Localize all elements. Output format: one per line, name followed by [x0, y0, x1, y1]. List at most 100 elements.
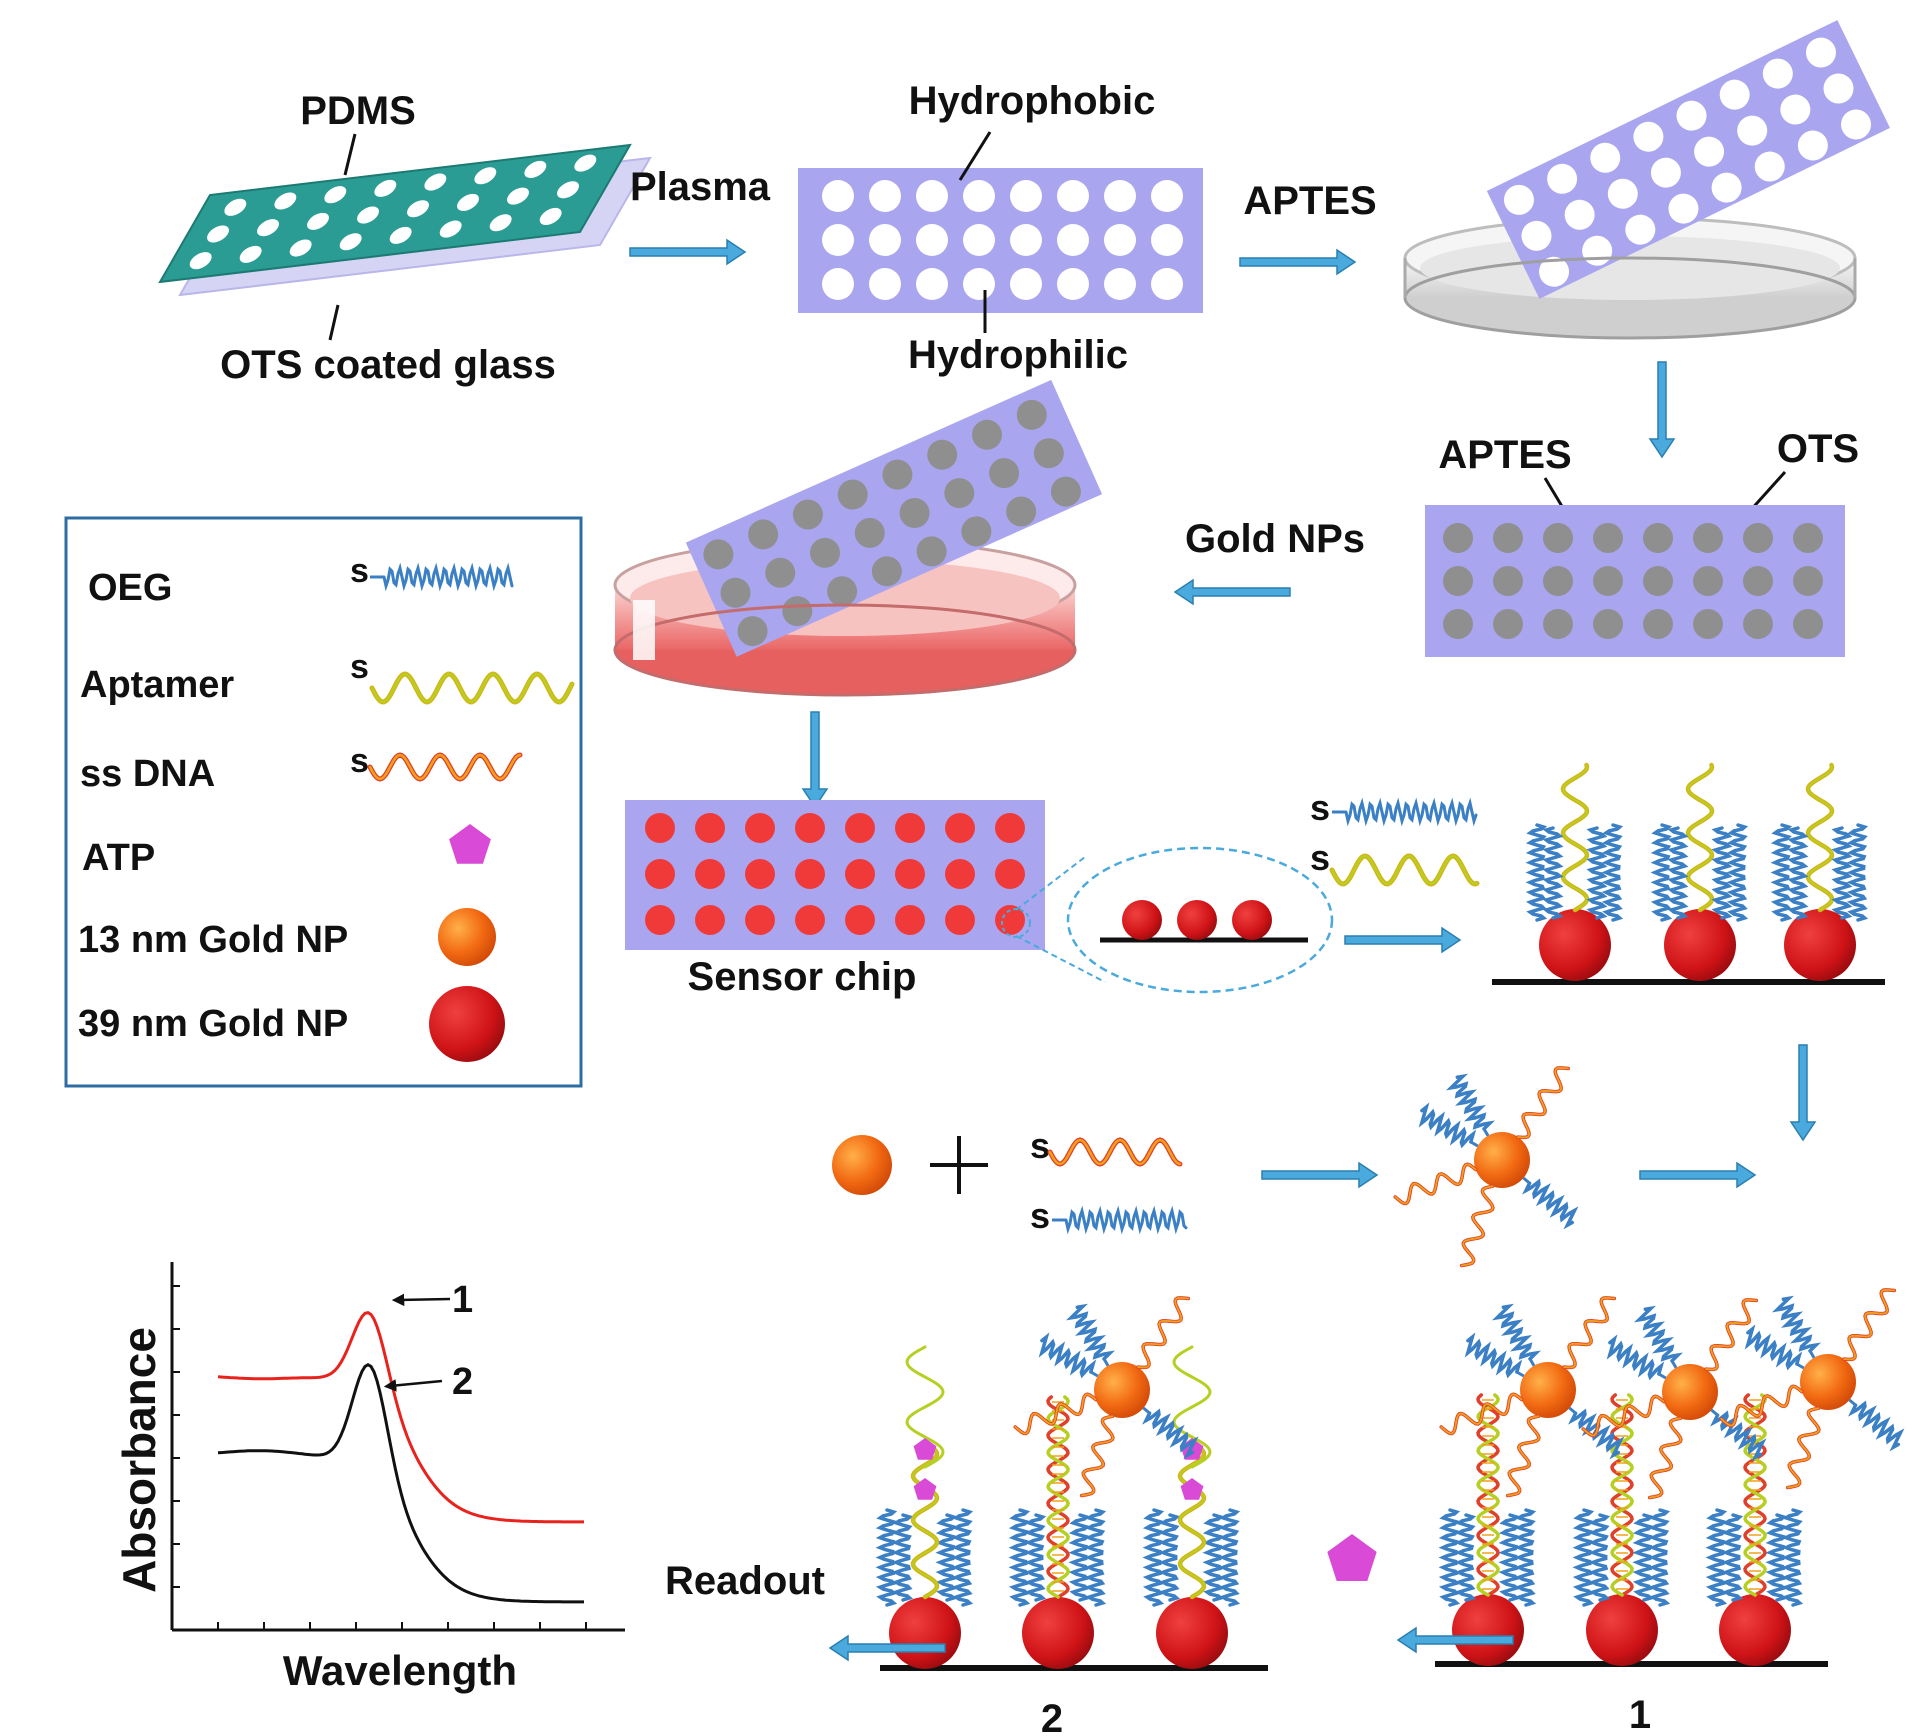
pdms-hole: [557, 181, 579, 199]
large-gold-np: [1452, 1594, 1524, 1666]
aptes-spot: [989, 458, 1020, 489]
hydrophilic-spot: [1780, 94, 1811, 125]
aptes-spot: [1793, 523, 1823, 553]
legend-label-ssdna: ss DNA: [80, 753, 215, 795]
aptes-spot: [827, 576, 858, 607]
aptes-modified-chip: [1425, 505, 1845, 657]
oeg-strand: [1438, 1508, 1461, 1607]
gold-spot: [995, 813, 1025, 843]
oeg-strand: [1705, 1508, 1728, 1607]
ssdna-arm: [1581, 1394, 1666, 1438]
series-2-label: 2: [452, 1361, 473, 1403]
gold-nps-label: Gold NPs: [1185, 517, 1365, 561]
oeg-strand: [1542, 826, 1564, 920]
aptamer-atp-complex: [905, 1345, 945, 1600]
aptes-spot: [703, 539, 734, 570]
arrow-shape: [1639, 1161, 1757, 1189]
legend-label-atp: ATP: [82, 837, 155, 879]
hydrophilic-spot: [869, 224, 901, 256]
s-label: s: [1030, 1125, 1050, 1166]
legend-label-aptamer: Aptamer: [80, 664, 234, 706]
hydrophilic-spot: [1676, 100, 1707, 131]
oeg-arm: [1464, 1332, 1525, 1379]
large-gold-np: [1022, 1597, 1094, 1669]
surface-state-1: [1435, 1288, 1905, 1667]
atp-bound: [913, 1438, 937, 1460]
arrow-functionalize: [1344, 926, 1462, 954]
ssdna-strand-highlight: [1080, 1415, 1114, 1497]
absorbance-chart: 1 2 Wavelength Absorbance: [113, 1262, 625, 1694]
state-1-label: 1: [1629, 1693, 1651, 1736]
s-label: s: [1310, 837, 1330, 878]
oeg-strand: [1586, 826, 1608, 920]
hydrophilic-spot: [1668, 193, 1699, 224]
hydrophilic-spot: [1010, 224, 1042, 256]
aptamer-strand-highlight: [1179, 1446, 1205, 1598]
oeg-arm: [1491, 1303, 1542, 1367]
atp-bound: [1180, 1478, 1204, 1500]
pdms-hole: [439, 220, 462, 238]
pdms-hole: [574, 154, 597, 172]
ssdna-arm: [1393, 1162, 1478, 1206]
oeg-strand: [1065, 1303, 1116, 1361]
gold-spot: [745, 905, 775, 935]
series-1-pointer: [391, 1293, 451, 1307]
oeg-strand: [1633, 1305, 1684, 1363]
small-gold-np: [1662, 1364, 1718, 1420]
hydrophilic-spot: [1057, 224, 1089, 256]
hydrophilic-spot: [1841, 109, 1872, 140]
oeg-arm: [1848, 1398, 1905, 1452]
aptes-spot: [1593, 566, 1623, 596]
arrow-probe-2: [1639, 1161, 1757, 1189]
hydrophilic-spot: [916, 268, 948, 300]
large-gold-np: [1664, 909, 1736, 981]
series-1-line: [217, 1310, 584, 1524]
pdms-hole: [474, 167, 497, 185]
ssdna-strand-highlight: [1048, 1138, 1182, 1166]
pdms-hole: [424, 173, 447, 191]
arrow-shape: [1396, 1626, 1514, 1654]
ssdna-strand-highlight: [1506, 1415, 1540, 1497]
gold-spot: [695, 813, 725, 843]
oeg-strand: [1770, 823, 1793, 922]
hydrophilic-label: Hydrophilic: [908, 333, 1128, 377]
ssdna-strand-highlight: [1563, 1297, 1616, 1369]
pdms-hole: [274, 192, 297, 210]
oeg-arm: [1038, 1332, 1099, 1379]
hydrophilic-spot: [1737, 115, 1768, 146]
ssdna-arm: [1136, 1296, 1191, 1370]
gold-spot: [895, 905, 925, 935]
oeg-strand: [1650, 823, 1673, 922]
ssdna-arm: [1842, 1288, 1897, 1362]
oeg-strand: [1667, 826, 1689, 920]
aptes-spot: [720, 577, 751, 608]
gold-spot: [745, 859, 775, 889]
oeg-strand: [382, 562, 514, 592]
x-axis-label: Wavelength: [283, 1647, 517, 1694]
aptes-spot: [854, 517, 885, 548]
hydrophilic-spot: [963, 224, 995, 256]
hydrophilic-spot: [1754, 151, 1785, 182]
oeg-strand: [891, 1513, 914, 1602]
small-gold-np: [1800, 1354, 1856, 1410]
ssdna-strand-highlight: [1582, 1395, 1665, 1437]
hydrophilic-spot: [916, 180, 948, 212]
zoom-line-bottom: [1015, 935, 1106, 983]
gold-spot: [945, 859, 975, 889]
gold-spot: [945, 905, 975, 935]
series-2-line: [217, 1362, 584, 1604]
pdms-hole: [357, 206, 379, 224]
pdms-on-ots-glass: [158, 143, 652, 297]
ssdna-probe: [1393, 1066, 1579, 1268]
aptes-spot: [1693, 566, 1723, 596]
hydrophilic-spot: [916, 224, 948, 256]
aptes-spot: [810, 537, 841, 568]
oeg-strand: [1572, 1508, 1595, 1607]
ssdna-arm: [1439, 1392, 1524, 1436]
oeg-arm: [1522, 1176, 1579, 1230]
oeg-strand: [1445, 1073, 1496, 1131]
hydrophilic-spot: [1539, 256, 1570, 287]
s-label: s: [350, 648, 369, 686]
oeg-strand: [1781, 1508, 1804, 1607]
oeg-strand: [1711, 826, 1733, 920]
